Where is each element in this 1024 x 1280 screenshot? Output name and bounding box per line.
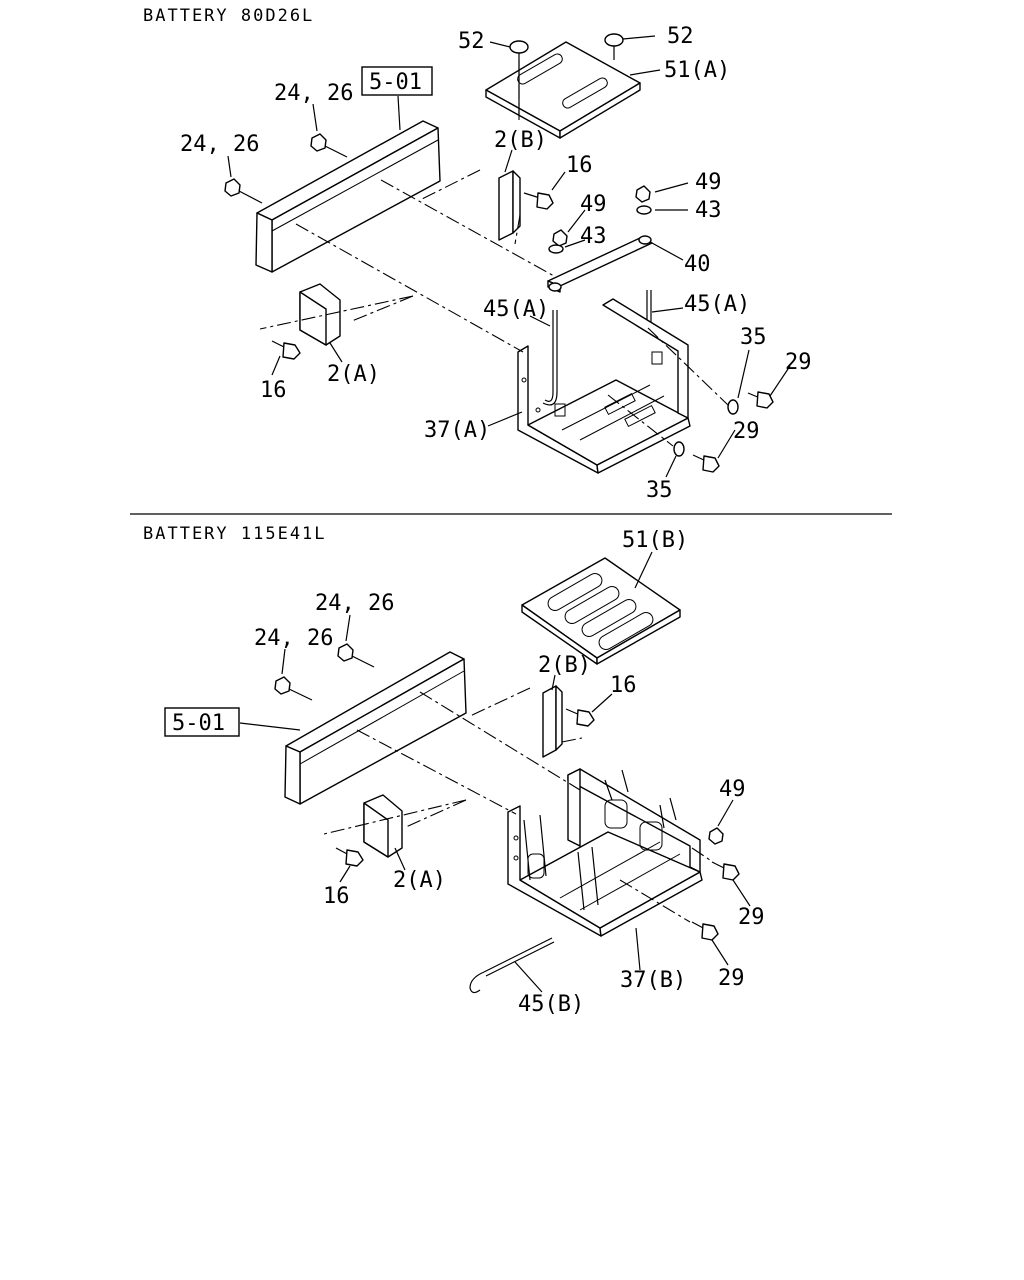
frame-rail [284,651,467,805]
section-title: BATTERY 115E41L [143,524,327,544]
bracket-2b [542,685,563,758]
frame-rail [255,120,441,273]
part-label: 2(A) [327,362,380,387]
bolt-29 [692,454,720,473]
bolt-29 [711,861,740,881]
battery-lid-51a [485,41,641,139]
reference-label: 5-01 [369,70,422,95]
part-label: 2(B) [494,128,547,153]
leader-lines [281,551,751,993]
part-label: 29 [718,966,745,991]
part-label: 45(A) [684,292,750,317]
part-label: 29 [785,350,812,375]
part-label: 24, 26 [180,132,259,157]
bracket-2b [498,170,521,241]
nut-49 [708,827,724,845]
bracket-2a [363,794,403,858]
assembly-centerlines [259,60,729,447]
part-label: 29 [738,905,765,930]
part-label: 24, 26 [315,591,394,616]
part-label: 52 [458,29,485,54]
reference-box [361,66,433,96]
section-title: BATTERY 80D26L [143,6,314,26]
reference-box [164,707,240,737]
nut-24-26 [224,178,241,197]
part-label: 16 [566,153,593,178]
leader-lines [227,35,791,478]
hook-bolt-45b [469,937,555,994]
nut-24-26 [310,133,327,152]
part-label: 2(B) [538,653,591,678]
bolt-29 [747,391,774,409]
part-label: 16 [323,884,350,909]
battery-tray-37b [507,768,703,937]
part-label: 37(B) [620,968,686,993]
bracket-2a [299,283,341,346]
wing-nut-52 [509,33,624,115]
part-label: 45(B) [518,992,584,1017]
j-bolt-45a [542,290,652,406]
section-battery-115e41l: BATTERY 115E41L 5-01 [143,524,765,1017]
part-label: 51(A) [664,58,730,83]
part-label: 24, 26 [254,626,333,651]
part-label: 24, 26 [274,81,353,106]
washer-35 [727,399,739,415]
part-label: 43 [695,198,722,223]
battery-tray-37a [517,298,691,474]
part-label: 2(A) [393,868,446,893]
part-labels: 52 52 51(A) 24, 26 24, 26 2(B) 16 49 43 … [180,24,812,503]
part-label: 16 [610,673,637,698]
part-label: 16 [260,378,287,403]
part-label: 37(A) [424,418,490,443]
nut-49 [552,229,568,247]
part-label: 29 [733,419,760,444]
bolt-16 [523,192,554,210]
bolt-16 [335,847,364,867]
section-battery-80d26l: BATTERY 80D26L 5-01 [143,6,812,503]
part-label: 35 [740,325,767,350]
part-label: 52 [667,24,694,49]
part-label: 49 [719,777,746,802]
nut-24-26 [274,676,291,695]
part-label: 45(A) [483,297,549,322]
washer-35 [673,441,685,457]
bolt-29 [691,921,719,941]
part-label: 40 [684,252,711,277]
part-label: 51(B) [622,528,688,553]
nut-49 [635,185,651,203]
part-labels: 51(B) 24, 26 24, 26 2(B) 16 49 29 29 2(A… [254,528,765,1017]
reference-label: 5-01 [172,711,225,736]
part-label: 35 [646,478,673,503]
battery-lid-51b [521,557,681,665]
assembly-centerlines [323,687,714,923]
washer-43 [548,244,564,254]
part-label: 49 [695,170,722,195]
part-label: 43 [580,224,607,249]
washer-43 [636,205,652,215]
bolt-16 [565,708,595,727]
part-label: 49 [580,192,607,217]
nut-24-26 [337,643,354,662]
bolt-16 [271,340,301,360]
